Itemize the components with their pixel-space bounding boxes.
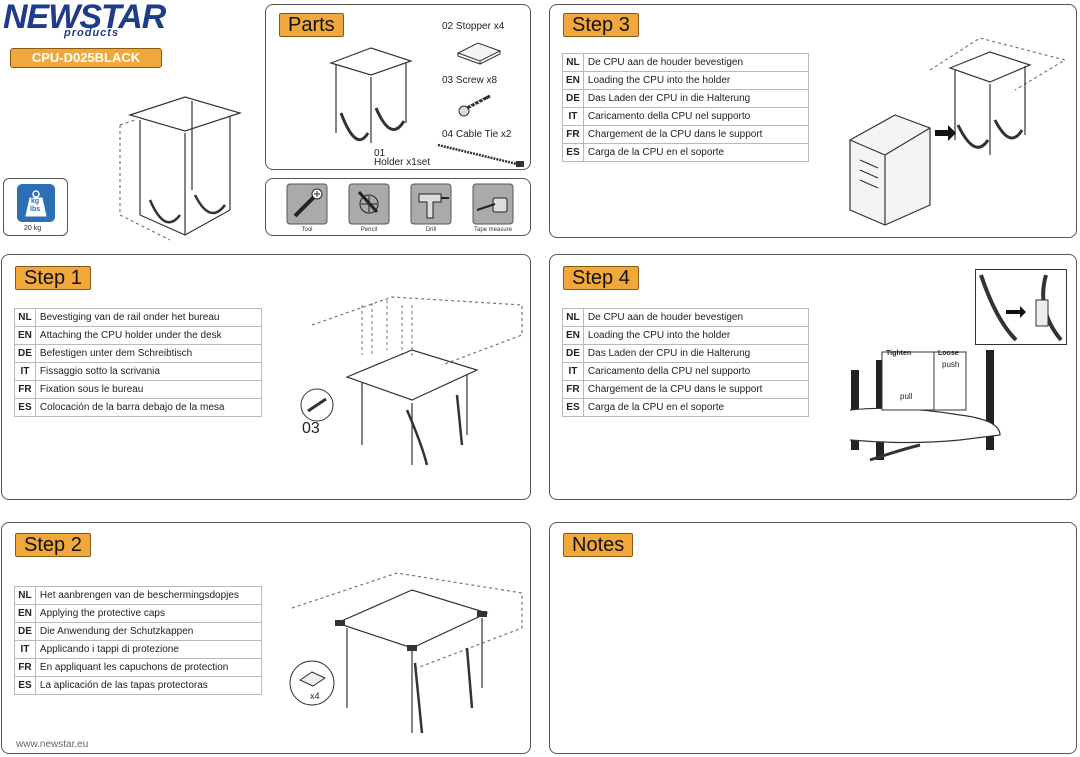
step3-illustration	[849, 37, 1067, 226]
step1-callout-number: 03	[302, 420, 320, 437]
holder-part-label: Holder x1set	[374, 157, 431, 168]
tool-item-screwdriver: Tool	[286, 183, 328, 234]
holder-overview-illustration	[119, 96, 243, 241]
step1-title: Step 1	[15, 266, 91, 290]
website-url: www.newstar.eu	[16, 739, 89, 750]
screw-part-label: 03 Screw x8	[442, 75, 498, 86]
stopper-part-illustration	[456, 42, 502, 65]
cabletie-part-illustration	[437, 143, 524, 167]
drill-icon	[410, 183, 452, 225]
weight-unit-kg: kg	[31, 198, 40, 205]
push-label: push	[942, 360, 960, 369]
brand-tagline: products	[64, 27, 120, 39]
holder-part-illustration	[329, 47, 413, 143]
step2-title: Step 2	[15, 533, 91, 557]
model-badge: CPU-D025BLACK	[10, 48, 162, 68]
notes-title: Notes	[563, 533, 634, 557]
tape-measure-icon	[472, 183, 514, 225]
tool-label: Drill	[425, 227, 437, 233]
strap-buckle-detail	[979, 274, 1063, 342]
stopper-part-label: 02 Stopper x4	[442, 21, 505, 32]
weight-icon	[17, 184, 55, 222]
loose-label: Loose	[938, 350, 959, 357]
step3-title: Step 3	[563, 13, 639, 37]
tool-item-tape-measure: Tape measure	[472, 183, 514, 234]
step4-illustration	[849, 350, 1001, 462]
step2-illustration	[289, 572, 523, 734]
tool-label: Tool	[301, 227, 313, 233]
tool-item-drill: Drill	[410, 183, 452, 234]
step4-detail-inset	[975, 269, 1067, 345]
tool-item-pencil: Pencil	[348, 183, 390, 234]
parts-title: Parts	[279, 13, 344, 37]
step4-title: Step 4	[563, 266, 639, 290]
weight-caption: 20 kg	[24, 225, 42, 232]
notes-panel: Notes	[549, 522, 1077, 754]
step2-callout-count: x4	[310, 691, 320, 701]
cabletie-part-label: 04 Cable Tie x2	[442, 129, 512, 140]
weight-capacity-badge: kg lbs 20 kg	[3, 178, 68, 236]
tool-label: Pencil	[360, 227, 378, 233]
pencil-icon	[348, 183, 390, 225]
tools-panel: Tool Pencil Drill Tape measure	[265, 178, 531, 236]
weight-unit-lbs: lbs	[30, 206, 41, 213]
brand-name: NEWSTAR	[3, 0, 166, 36]
step1-illustration	[300, 296, 523, 466]
holder-part-number: 01	[374, 148, 386, 159]
screwdriver-icon	[286, 183, 328, 225]
tighten-label: Tighten	[886, 350, 912, 357]
pull-label: pull	[900, 392, 913, 401]
screw-part-illustration	[458, 94, 491, 117]
tool-label: Tape measure	[473, 227, 513, 233]
parts-panel: Parts 01 Holder x1set 02 Stopper x4 03 S…	[265, 4, 531, 170]
